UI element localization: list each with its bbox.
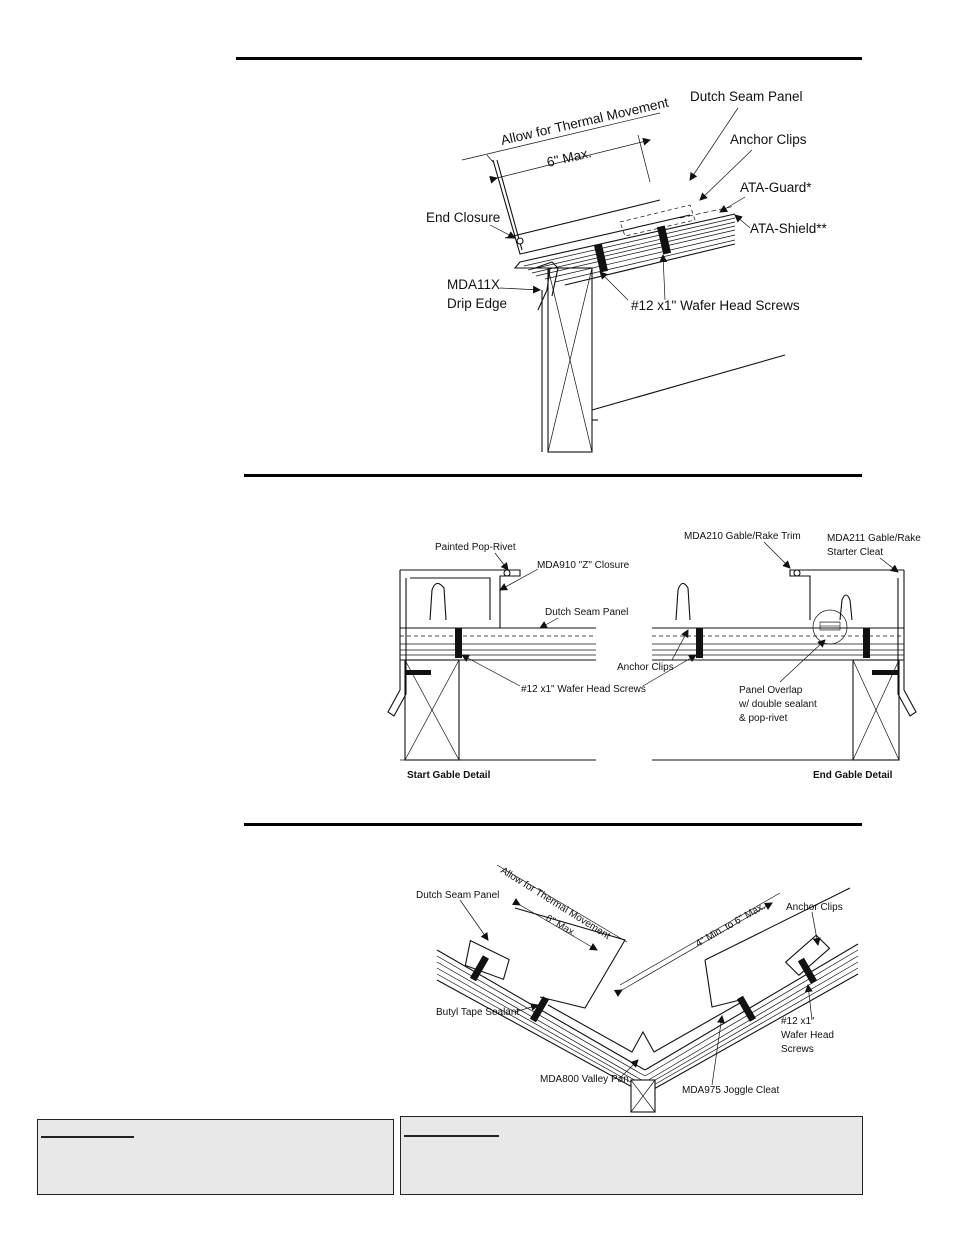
start-gable-drawing xyxy=(387,569,596,761)
label-four-to-six: 4" Min. to 6" Max. xyxy=(694,901,767,950)
label-overlap-2: w/ double sealant xyxy=(738,699,817,710)
label-end-gable-title: End Gable Detail xyxy=(813,770,893,781)
label-valley-dutch-seam-panel: Dutch Seam Panel xyxy=(416,890,499,901)
note-box-left-heading-rule xyxy=(41,1136,134,1138)
label-valley-anchor-clips: Anchor Clips xyxy=(786,902,843,913)
label-allow-thermal: Allow for Thermal Movement xyxy=(499,95,670,148)
label-overlap-1: Panel Overlap xyxy=(739,685,803,696)
label-valley-allow-thermal: Allow for Thermal Movement xyxy=(498,865,612,942)
label-ata-shield: ATA-Shield** xyxy=(750,221,828,236)
label-overlap-3: & pop-rivet xyxy=(739,713,788,724)
section-rule-gable xyxy=(244,474,862,477)
label-drip-edge-1: MDA11X xyxy=(447,277,500,292)
label-z-closure: MDA910 "Z" Closure xyxy=(537,560,630,571)
note-box-left xyxy=(37,1119,394,1195)
label-starter-cleat-1: MDA211 Gable/Rake xyxy=(827,533,921,544)
label-valley-pan: MDA800 Valley Pan xyxy=(540,1074,629,1085)
label-rake-trim: MDA210 Gable/Rake Trim xyxy=(684,531,801,542)
label-drip-edge-2: Drip Edge xyxy=(447,296,507,311)
end-closure-rivet xyxy=(516,237,524,245)
label-gable-dutch-seam-panel: Dutch Seam Panel xyxy=(545,607,628,618)
label-butyl-tape: Butyl Tape Sealant xyxy=(436,1007,519,1018)
label-valley-screws-1: #12 x1" xyxy=(781,1016,815,1027)
wall-stud xyxy=(541,267,593,453)
label-anchor-clips: Anchor Clips xyxy=(730,132,807,147)
label-valley-screws-3: Screws xyxy=(781,1044,814,1055)
screw-2 xyxy=(656,225,672,255)
label-gable-anchor-clips: Anchor Clips xyxy=(617,662,674,673)
label-gable-screws: #12 x1" Wafer Head Screws xyxy=(521,684,646,695)
label-valley-screws-2: Wafer Head xyxy=(781,1030,834,1041)
label-starter-cleat-2: Starter Cleat xyxy=(827,547,883,558)
label-ata-guard: ATA-Guard* xyxy=(740,180,812,195)
label-pop-rivet: Painted Pop-Rivet xyxy=(435,542,516,553)
label-joggle-cleat: MDA975 Joggle Cleat xyxy=(682,1085,779,1096)
section-rule-eave xyxy=(236,57,862,60)
note-box-right xyxy=(400,1116,863,1195)
screw-1 xyxy=(593,243,609,273)
label-screws: #12 x1" Wafer Head Screws xyxy=(631,298,800,313)
roof-deck-layers xyxy=(519,213,736,286)
anchor-clip-outline xyxy=(619,204,696,237)
eave-detail-drawing xyxy=(461,107,786,453)
section-rule-valley xyxy=(244,823,862,826)
label-six-max: 6" Max. xyxy=(545,145,593,170)
end-gable-drawing xyxy=(652,569,917,761)
rafter-line xyxy=(591,354,786,411)
drip-edge-shape xyxy=(513,261,551,311)
label-end-closure: End Closure xyxy=(426,210,500,225)
valley-drawing xyxy=(436,864,859,1113)
label-dutch-seam-panel: Dutch Seam Panel xyxy=(690,89,803,104)
label-start-gable-title: Start Gable Detail xyxy=(407,770,491,781)
note-box-right-heading-rule xyxy=(404,1135,499,1137)
